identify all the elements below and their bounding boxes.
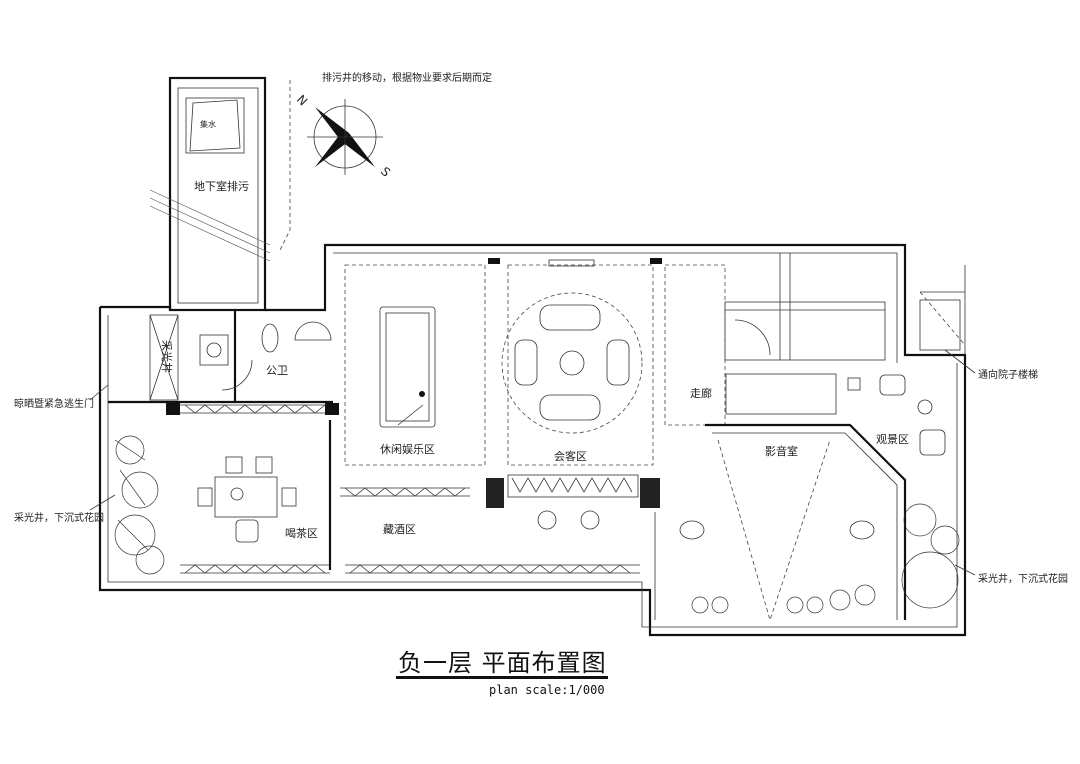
- tea-label: 喝茶区: [285, 527, 318, 540]
- lounge-label: 会客区: [554, 449, 587, 463]
- plan-scale: plan scale:1/000: [489, 683, 605, 697]
- compass-north: N: [294, 92, 310, 108]
- cinema-room: [654, 423, 907, 622]
- lightwell-right-note: 采光井，下沉式花园: [978, 572, 1068, 585]
- sewage-note: 排污井的移动，根据物业要求后期而定: [322, 71, 492, 84]
- stair-note: 通向院子楼梯: [978, 368, 1038, 381]
- plan-title: 负一层 平面布置图: [398, 649, 607, 677]
- wine-area: [340, 487, 470, 497]
- wine-label: 藏酒区: [383, 523, 416, 536]
- fire-door-note: 晾晒暨紧急逃生门: [14, 397, 94, 410]
- outer-walls: [98, 243, 967, 637]
- lattice-bands: [180, 404, 640, 574]
- exterior-stair: [919, 265, 966, 355]
- compass-south: S: [378, 164, 393, 179]
- corridor-label: 走廊: [690, 386, 712, 400]
- sewage-note-leader: [279, 80, 291, 251]
- viewing-label: 观景区: [876, 433, 909, 446]
- corridor-area: [664, 253, 886, 426]
- sewage-box-label: 集水: [200, 119, 216, 129]
- sewage-label: 地下室排污: [194, 179, 249, 193]
- hidden-well-label: 采光井: [160, 340, 174, 373]
- cinema-label: 影音室: [765, 444, 798, 458]
- compass-icon: [307, 99, 383, 175]
- left-garden-planting: [114, 435, 165, 575]
- wc-area: [108, 310, 339, 415]
- lightwell-left-note: 采光井，下沉式花园: [14, 511, 104, 524]
- viewing-area: [847, 374, 960, 609]
- lounge-area: [486, 258, 662, 530]
- title-underline: [396, 676, 608, 679]
- leisure-label: 休闲娱乐区: [380, 442, 435, 456]
- tea-table: [197, 420, 332, 570]
- public-wc-label: 公卫: [266, 364, 288, 377]
- leisure-area: [344, 264, 486, 466]
- sewage-shaft: [149, 76, 271, 312]
